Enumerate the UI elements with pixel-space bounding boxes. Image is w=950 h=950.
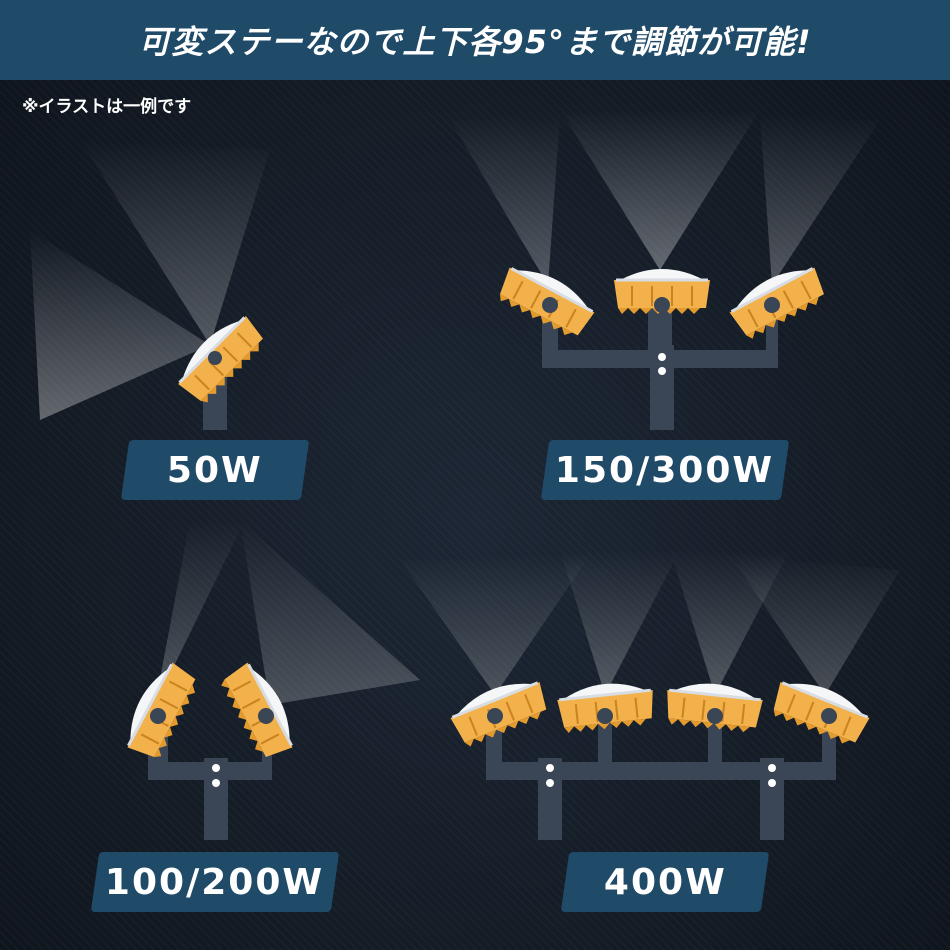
label-50w: 50W — [120, 440, 310, 500]
lamp-400w-group — [400, 550, 900, 840]
header-banner: 可変ステーなので上下各95°まで調節が可能! — [0, 0, 950, 80]
lamp-100-200w-group — [116, 520, 420, 840]
label-100-200w-text: 100/200W — [105, 861, 325, 903]
illustration-note: ※イラストは一例です — [22, 97, 192, 117]
label-50w-text: 50W — [167, 449, 263, 491]
lamp-50w-group — [30, 140, 272, 430]
label-400w: 400W — [560, 852, 770, 912]
header-title: 可変ステーなので上下各95°まで調節が可能! — [138, 23, 812, 61]
label-400w-text: 400W — [603, 861, 727, 903]
label-100-200w: 100/200W — [90, 852, 340, 912]
label-150-300w: 150/300W — [540, 440, 790, 500]
label-150-300w-text: 150/300W — [555, 449, 775, 491]
lamp-150-300w-group — [450, 110, 880, 430]
